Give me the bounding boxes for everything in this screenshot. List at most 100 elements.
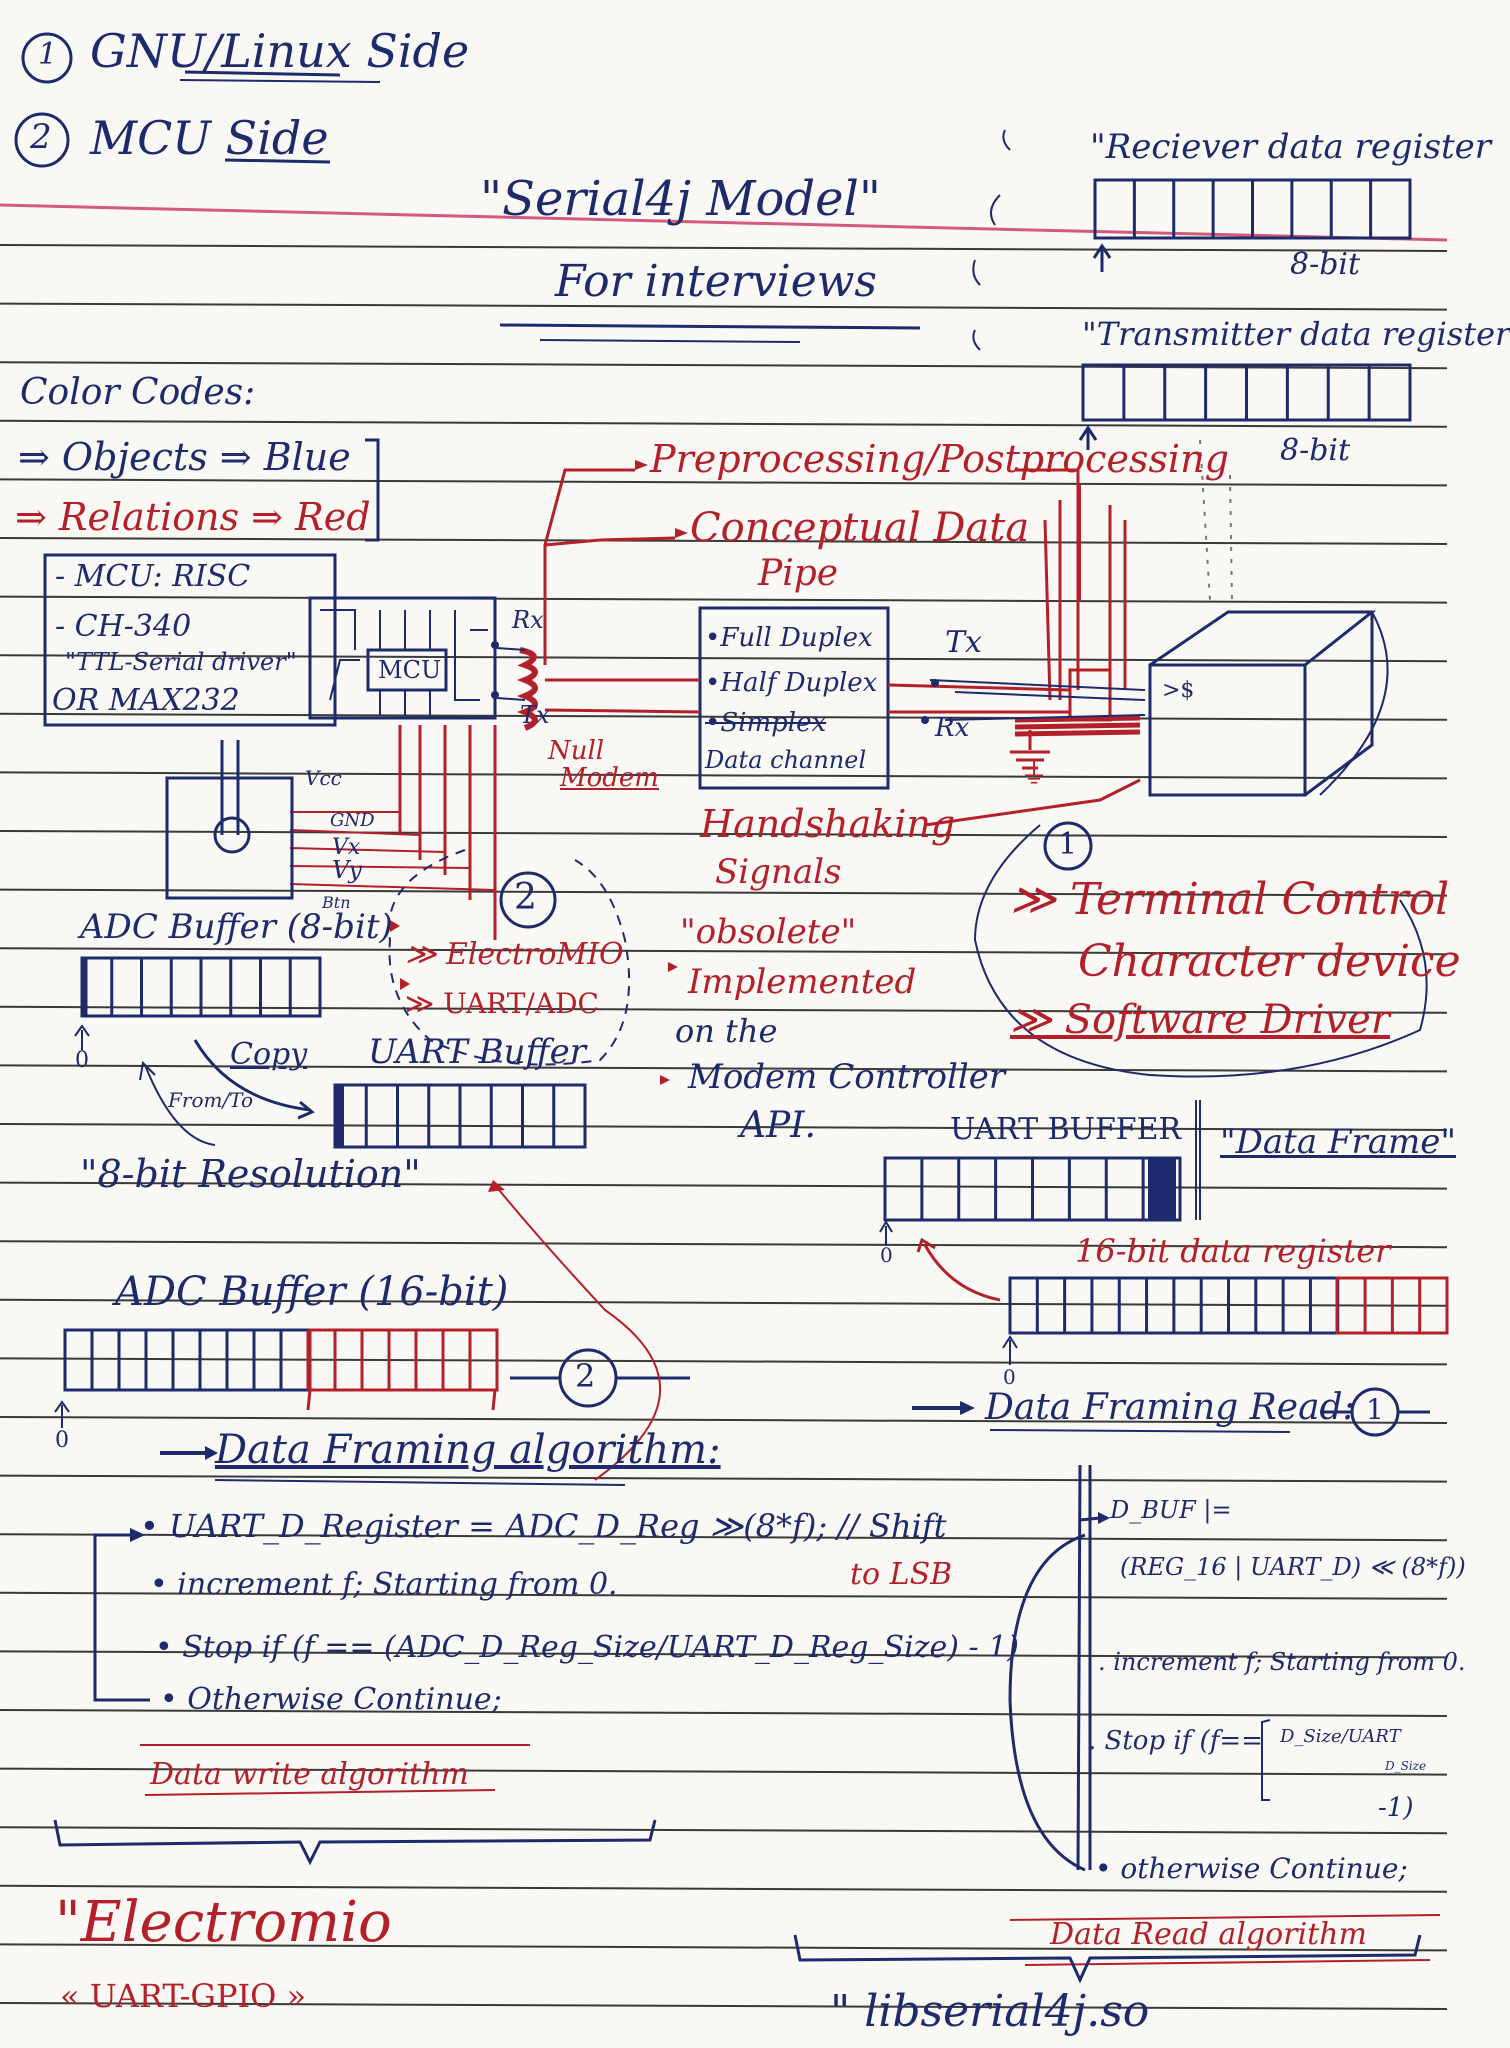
ruled-line — [0, 595, 1448, 604]
transmitter-register — [1078, 363, 1412, 450]
read-algo-caption: Data Read algorithm — [1050, 1917, 1367, 1952]
ruled-line — [0, 1884, 1448, 1893]
handshaking-line3: "obsolete" — [680, 912, 857, 952]
joystick-gnd: GND — [330, 810, 375, 831]
mcu-chip-label: MCU — [378, 656, 442, 684]
uart-buffer-left — [333, 1083, 587, 1149]
conceptual-data-label: Conceptual Data — [690, 505, 1030, 551]
pipe-item-data-channel: Data channel — [705, 746, 867, 774]
joystick-vy: Vy — [332, 856, 362, 884]
ruled-line — [0, 1650, 1448, 1659]
ruled-line — [0, 654, 1448, 663]
ruled-line — [0, 712, 1448, 721]
handshaking-line2: Signals — [715, 852, 842, 892]
adc8-label: ADC Buffer (8-bit) — [80, 907, 393, 947]
ruled-line — [0, 1357, 1448, 1366]
terminal-rx-label: Rx — [935, 713, 970, 743]
resolution-label: "8-bit Resolution" — [80, 1152, 421, 1196]
register-16bit — [1002, 1276, 1449, 1365]
ruled-line — [0, 1709, 1448, 1717]
ruled-line — [0, 830, 1448, 838]
handshaking-line5: on the — [675, 1012, 778, 1050]
write-algo-heading: Data Framing algorithm: — [215, 1427, 721, 1473]
color-codes-heading: Color Codes: — [20, 372, 256, 413]
write-algo-line1b: to LSB — [850, 1557, 953, 1592]
handshaking-line6: Modem Controller — [688, 1057, 1006, 1097]
handshaking-line7: API. — [740, 1105, 816, 1146]
header-margin-line — [0, 203, 1448, 242]
pipe-item-half-duplex: •Half Duplex — [705, 668, 878, 698]
handshaking-line4: Implemented — [688, 962, 917, 1002]
ruled-line — [0, 1767, 1448, 1776]
page-title: "Serial4j Model" — [480, 171, 881, 227]
ruled-line — [0, 1943, 1448, 1952]
adc16-upper-byte — [308, 1328, 499, 1392]
ruled-line — [0, 1181, 1448, 1190]
ruled-line — [0, 771, 1448, 780]
ruled-line — [0, 1474, 1448, 1483]
ruled-line — [0, 2002, 1448, 2010]
joystick-vcc: Vcc — [305, 766, 342, 790]
mcu-desc-line1: - MCU: RISC — [55, 559, 251, 594]
side2-label: MCU Side — [90, 111, 329, 165]
read-algo-line1: D_BUF |= — [1110, 1496, 1232, 1524]
ruled-line — [0, 1826, 1448, 1835]
reg16-upper-part — [1335, 1276, 1449, 1335]
ruled-line — [0, 419, 1448, 428]
receiver-register-bits: 8-bit — [1290, 247, 1361, 282]
reg16-label: 16-bit data register — [1075, 1232, 1391, 1270]
color-code-relations: ⇒ Relations ⇒ Red — [15, 495, 371, 539]
uart-buffer-right-zero: 0 — [880, 1243, 893, 1267]
receiver-register-label: "Reciever data register — [1090, 127, 1492, 167]
write-algo-line4: • Otherwise Continue; — [160, 1682, 502, 1717]
ruled-line — [0, 1005, 1448, 1014]
read-algo-line4: . Stop if (f== — [1088, 1726, 1263, 1756]
data-frame-label: "Data Frame" — [1220, 1122, 1457, 1162]
reg16-zero: 0 — [1003, 1365, 1016, 1389]
null-modem-line2: Modem — [560, 763, 659, 793]
preprocessing-label: Preprocessing/Postprocessing — [650, 437, 1229, 481]
uart-buffer-left-label: UART Buffer — [368, 1032, 586, 1072]
write-algo-caption: Data write algorithm — [150, 1757, 469, 1792]
handshaking-line1: Handshaking — [700, 802, 956, 846]
adc16-number: 2 — [575, 1357, 596, 1395]
side1-desc-line1: ≫ Terminal Control — [1010, 874, 1450, 925]
transmitter-register-label: "Transmitter data register — [1082, 315, 1510, 353]
terminal-prompt: >$ — [1162, 678, 1195, 703]
receiver-register — [1092, 178, 1412, 272]
side2-desc-line1: ≫ ElectroMIO — [405, 937, 624, 972]
write-algo-line3: • Stop if (f == (ADC_D_Reg_Size/UART_D_R… — [155, 1630, 1019, 1665]
ruled-line — [0, 244, 1448, 252]
ruled-line — [0, 1064, 1448, 1073]
ruled-line — [0, 478, 1448, 487]
pipe-label: Pipe — [758, 553, 839, 594]
rx-pin-label: Rx — [512, 606, 544, 634]
copy-label: Copy — [230, 1037, 308, 1072]
null-modem-line1: Null — [548, 736, 605, 766]
ruled-line — [0, 1533, 1448, 1542]
read-algo-line2: (REG_16 | UART_D) ≪ (8*f)) — [1120, 1553, 1466, 1581]
adc-buffer-8bit — [74, 956, 322, 1050]
electromio-sub: « UART-GPIO » — [60, 1977, 307, 2015]
read-algo-line4b: D_Size/UART — [1280, 1726, 1401, 1747]
pipe-item-full-duplex: •Full Duplex — [705, 623, 873, 653]
side1-desc-number: 1 — [1058, 827, 1078, 862]
side2-desc-number: 2 — [514, 877, 537, 918]
uart-buffer-right-label: UART BUFFER — [950, 1112, 1182, 1147]
adc8-zero: 0 — [75, 1048, 89, 1073]
ground-symbol: ⏚ — [1020, 757, 1049, 790]
adc-buffer-16bit — [54, 1328, 499, 1428]
read-algo-number: 1 — [1366, 1393, 1384, 1426]
libserial4j-label: " libserial4j.so — [830, 1986, 1150, 2037]
ruled-line — [0, 1591, 1448, 1600]
ruled-line — [0, 537, 1448, 545]
notebook-paper — [0, 32, 1449, 2010]
null-modem-coil — [516, 647, 538, 731]
uart-buffer-right — [879, 1156, 1182, 1246]
page-subtitle: For interviews — [555, 256, 878, 307]
read-algo-line4d: -1) — [1378, 1793, 1414, 1823]
mcu-desc-line4: OR MAX232 — [52, 683, 240, 718]
ruled-line — [0, 888, 1448, 897]
tx-pin-label: Tx — [520, 701, 550, 729]
electromio-label: "Electromio — [55, 1890, 392, 1955]
